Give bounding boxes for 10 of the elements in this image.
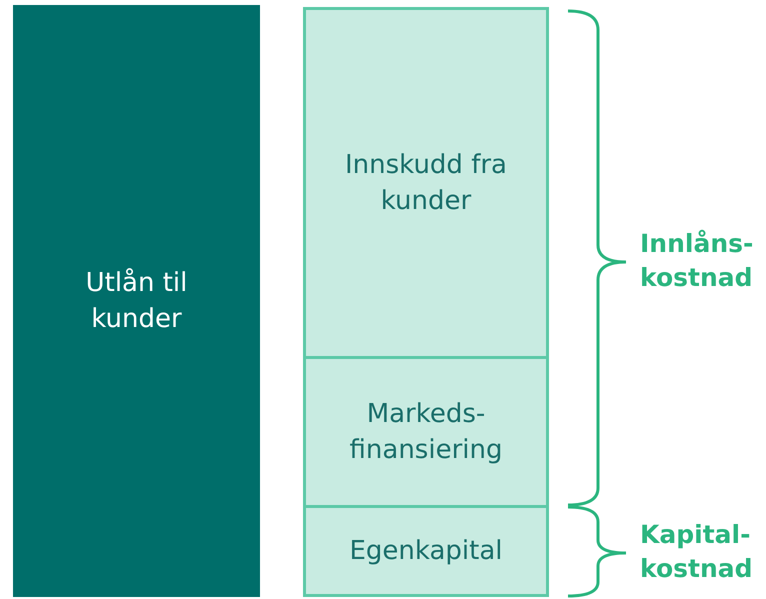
block-label: Egenkapital bbox=[349, 535, 503, 568]
assets-block bbox=[13, 5, 260, 597]
brace-label: Innlåns- kostnad bbox=[640, 228, 750, 294]
brace-label: Kapital- kostnad bbox=[640, 519, 750, 585]
equity-block bbox=[303, 505, 549, 597]
block-label: Markeds- finansiering bbox=[348, 398, 504, 467]
block-label: Innskudd fra kunder bbox=[344, 149, 508, 218]
liability-block bbox=[303, 356, 549, 508]
liability-block bbox=[303, 7, 549, 359]
block-label: Utlån til kunder bbox=[84, 267, 188, 336]
